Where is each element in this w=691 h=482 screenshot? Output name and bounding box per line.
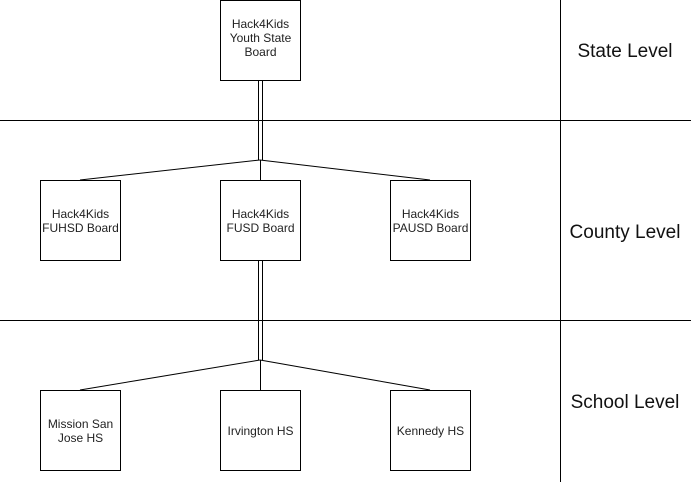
level-label-state: State Level xyxy=(577,41,672,62)
connector-junction-to-pausd xyxy=(259,159,431,181)
node-fusd-board-line-2: FUSD Board xyxy=(226,221,294,235)
node-fusd-board-line-1: Hack4Kids xyxy=(232,207,289,221)
connector-junction-to-mission xyxy=(79,359,261,391)
connector-junction-to-kennedy xyxy=(259,359,431,391)
node-irvington-hs[interactable]: Irvington HS xyxy=(220,390,301,471)
node-pausd-board[interactable]: Hack4Kids PAUSD Board xyxy=(390,180,471,261)
level-label-county: County Level xyxy=(570,222,681,243)
connector-state-to-fusd xyxy=(258,80,263,160)
node-youth-state-board-line-3: Board xyxy=(244,45,276,59)
node-mission-san-jose-hs-line-1: Mission San xyxy=(48,417,113,431)
node-mission-san-jose-hs-line-2: Jose HS xyxy=(58,431,103,445)
node-irvington-hs-line-1: Irvington HS xyxy=(227,424,293,438)
node-fusd-board[interactable]: Hack4Kids FUSD Board xyxy=(220,180,301,261)
node-fuhsd-board-line-2: FUHSD Board xyxy=(42,221,119,235)
node-mission-san-jose-hs[interactable]: Mission San Jose HS xyxy=(40,390,121,471)
node-fuhsd-board[interactable]: Hack4Kids FUHSD Board xyxy=(40,180,121,261)
node-youth-state-board[interactable]: Hack4Kids Youth State Board xyxy=(220,0,301,81)
node-kennedy-hs-line-1: Kennedy HS xyxy=(397,424,464,438)
level-label-school: School Level xyxy=(571,392,680,413)
connector-junction-to-fuhsd xyxy=(79,159,261,181)
node-youth-state-board-line-1: Hack4Kids xyxy=(232,17,289,31)
node-kennedy-hs[interactable]: Kennedy HS xyxy=(390,390,471,471)
node-youth-state-board-line-2: Youth State xyxy=(230,31,292,45)
node-pausd-board-line-2: PAUSD Board xyxy=(393,221,469,235)
node-fuhsd-board-line-1: Hack4Kids xyxy=(52,207,109,221)
connector-fusd-to-school xyxy=(258,260,263,360)
node-pausd-board-line-1: Hack4Kids xyxy=(402,207,459,221)
